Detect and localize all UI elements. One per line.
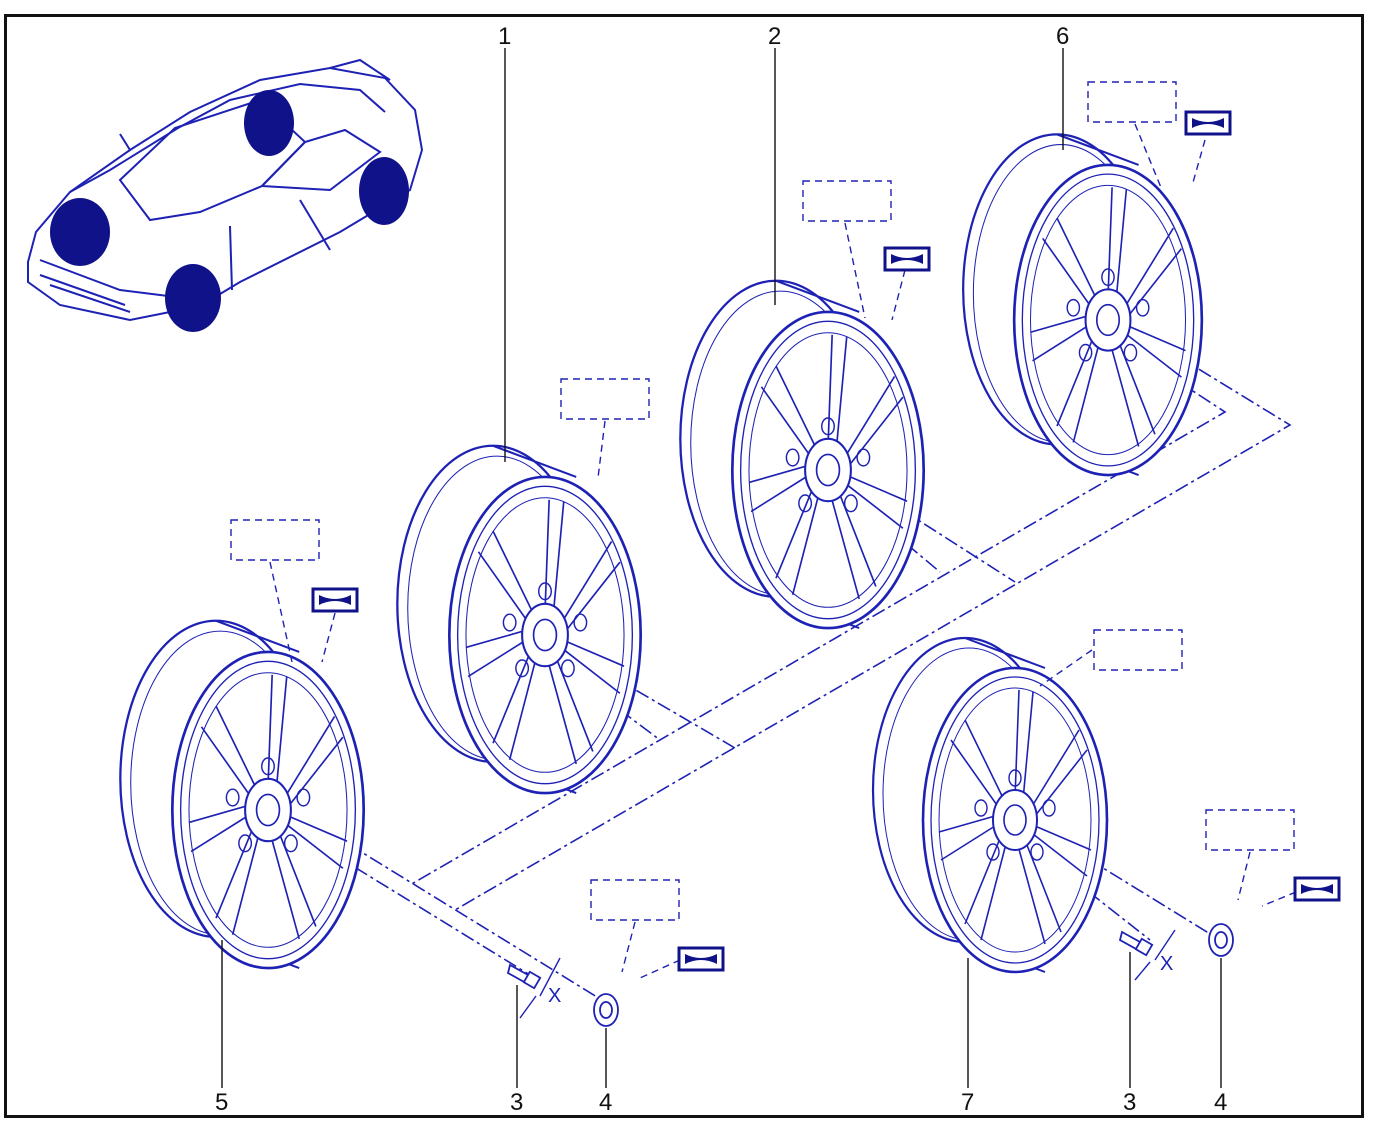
bolt-icon — [506, 963, 542, 990]
dimension-label: X — [548, 985, 561, 1007]
torque-symbol-icon — [883, 246, 931, 272]
dimension-marks — [519, 929, 1176, 1019]
callout-3: 3 — [510, 1089, 523, 1116]
callout-5: 5 — [215, 1089, 228, 1116]
wheel-7 — [871, 636, 1109, 974]
callout-2: 2 — [768, 23, 781, 50]
callout-6: 6 — [1056, 23, 1069, 50]
callout-3: 3 — [1123, 1089, 1136, 1116]
highlight-rear-left — [244, 90, 294, 156]
torque-symbol-icon — [1293, 876, 1341, 902]
bolt-icon — [1118, 930, 1154, 957]
callout-1: 1 — [498, 23, 511, 50]
wheel-2 — [678, 279, 926, 630]
reference-boxes — [230, 81, 1297, 979]
callout-7: 7 — [961, 1089, 974, 1116]
callout-4: 4 — [599, 1089, 612, 1116]
wheel-1 — [395, 444, 643, 795]
callout-4: 4 — [1214, 1089, 1227, 1116]
dimension-label: X — [1160, 953, 1173, 975]
highlight-rear-right — [359, 157, 409, 225]
torque-symbol-icon — [1184, 110, 1232, 136]
torque-symbol-icon — [677, 946, 725, 972]
center-cap-icon — [593, 993, 619, 1027]
wheel-6 — [961, 133, 1204, 477]
car-wheel-highlights — [50, 90, 409, 332]
highlight-front-left — [50, 198, 110, 266]
center-cap-icon — [1208, 923, 1234, 957]
highlight-front-right — [165, 264, 221, 332]
wheel-5 — [118, 619, 366, 970]
leader-lines — [221, 48, 1222, 1088]
torque-symbol-icon — [311, 587, 359, 613]
